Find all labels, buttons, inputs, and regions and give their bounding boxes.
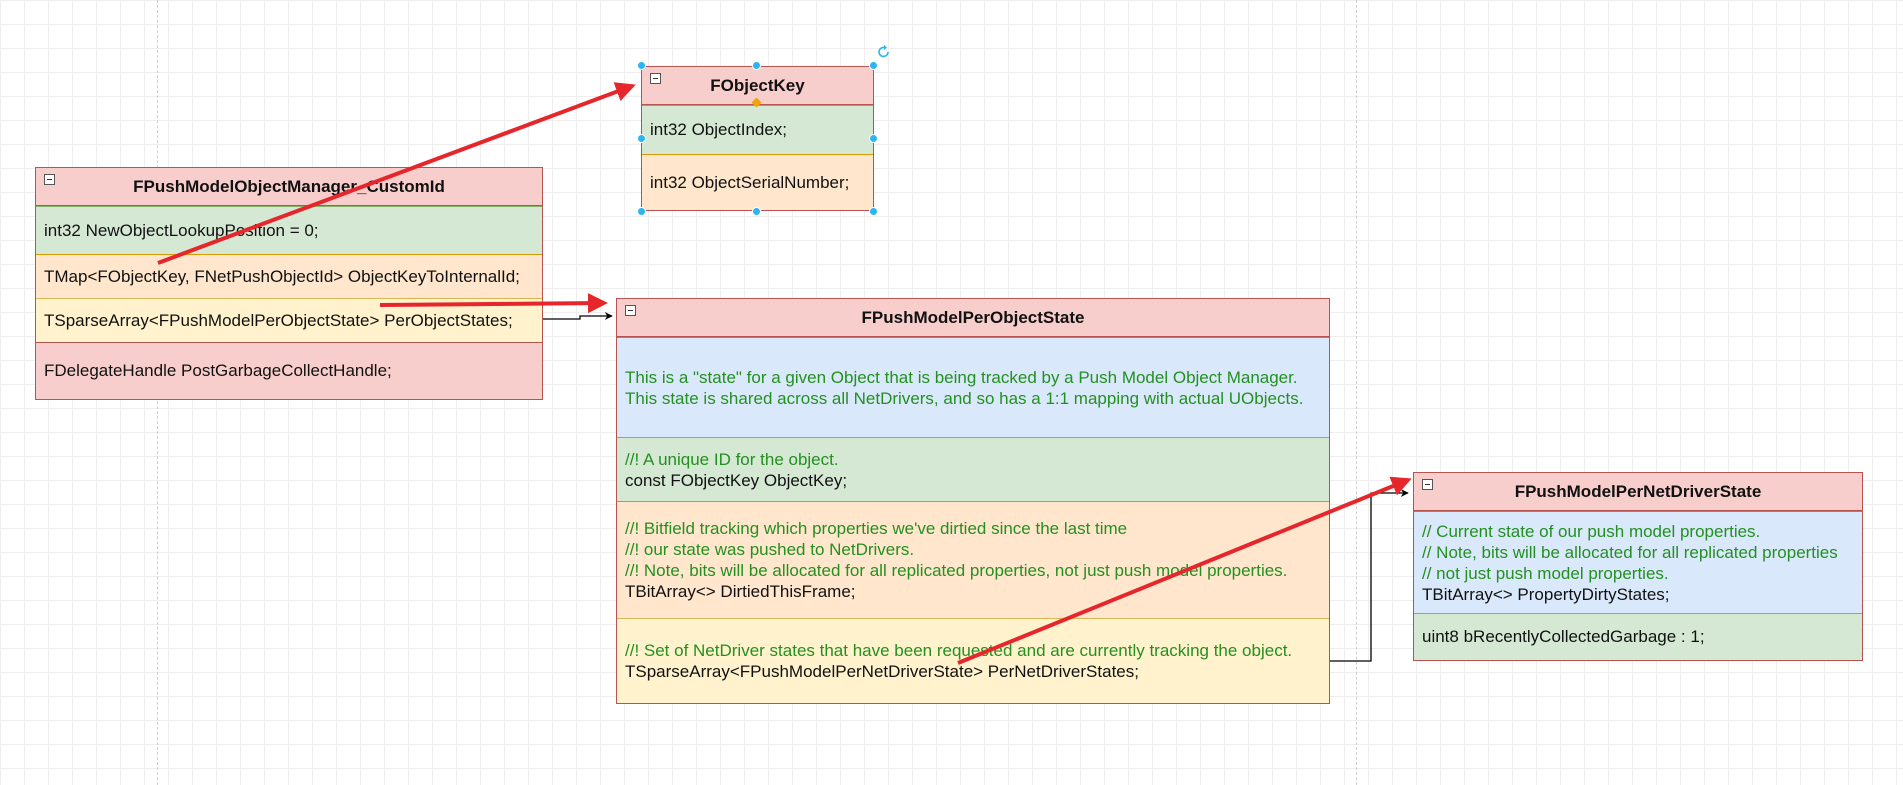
comment-line: //! Set of NetDriver states that have be… — [625, 641, 1293, 660]
page-guide-right — [1356, 0, 1357, 785]
perobjectstate-title: FPushModelPerObjectState — [861, 308, 1085, 327]
field-text: TBitArray<> PropertyDirtyStates; — [1422, 584, 1670, 604]
connector-perobjectstates-to-perobjectstate[interactable] — [543, 312, 613, 320]
manager-field-lookup[interactable]: int32 NewObjectLookupPosition = 0; — [36, 206, 542, 254]
resize-handle-se[interactable] — [869, 207, 878, 216]
objectkey-field-serial[interactable]: int32 ObjectSerialNumber; — [642, 154, 873, 210]
comment-line: //! A unique ID for the object. — [625, 449, 839, 469]
field-text: uint8 bRecentlyCollectedGarbage : 1; — [1422, 627, 1705, 646]
pernetdriverstate-field-garbage[interactable]: uint8 bRecentlyCollectedGarbage : 1; — [1414, 613, 1862, 660]
resize-handle-e[interactable] — [869, 134, 878, 143]
comment-line: // not just push model properties. — [1422, 563, 1669, 583]
perobjectstate-field-dirtied[interactable]: //! Bitfield tracking which properties w… — [617, 501, 1329, 618]
pernetdriverstate-title: FPushModelPerNetDriverState — [1514, 482, 1762, 501]
field-text: int32 ObjectSerialNumber; — [650, 172, 850, 192]
perobjectstate-class-box[interactable]: FPushModelPerObjectState This is a "stat… — [616, 298, 1330, 704]
comment-line: //! Note, bits will be allocated for all… — [625, 561, 1288, 580]
pernetdriverstate-header[interactable]: FPushModelPerNetDriverState — [1414, 473, 1862, 511]
perobjectstate-header[interactable]: FPushModelPerObjectState — [617, 299, 1329, 337]
pernetdriverstate-field-dirtystates[interactable]: // Current state of our push model prope… — [1414, 511, 1862, 613]
manager-title: FPushModelObjectManager_CustomId — [133, 177, 445, 196]
field-text: TMap<FObjectKey, FNetPushObjectId> Objec… — [44, 266, 520, 286]
field-text: const FObjectKey ObjectKey; — [625, 470, 848, 490]
comment-line: //! our state was pushed to NetDrivers. — [625, 540, 915, 559]
collapse-icon[interactable] — [650, 73, 661, 84]
manager-field-objectkeymap[interactable]: TMap<FObjectKey, FNetPushObjectId> Objec… — [36, 254, 542, 298]
perobjectstate-description[interactable]: This is a "state" for a given Object tha… — [617, 337, 1329, 437]
description-line: This state is shared across all NetDrive… — [625, 388, 1304, 408]
collapse-icon[interactable] — [44, 174, 55, 185]
objectkey-class-box[interactable]: FObjectKey int32 ObjectIndex; int32 Obje… — [641, 66, 874, 211]
perobjectstate-field-pernetdriverstates[interactable]: //! Set of NetDriver states that have be… — [617, 618, 1329, 703]
objectkey-title: FObjectKey — [710, 76, 805, 95]
rotate-icon[interactable] — [877, 45, 891, 59]
manager-field-perobjectstates[interactable]: TSparseArray<FPushModelPerObjectState> P… — [36, 298, 542, 342]
comment-line: // Current state of our push model prope… — [1422, 521, 1761, 541]
field-text: TBitArray<> DirtiedThisFrame; — [625, 582, 856, 601]
resize-handle-sw[interactable] — [637, 207, 646, 216]
manager-class-box[interactable]: FPushModelObjectManager_CustomId int32 N… — [35, 167, 543, 400]
field-text: int32 ObjectIndex; — [650, 120, 788, 139]
resize-handle-w[interactable] — [637, 134, 646, 143]
manager-header[interactable]: FPushModelObjectManager_CustomId — [36, 168, 542, 206]
comment-line: // Note, bits will be allocated for all … — [1422, 542, 1838, 562]
manager-field-gchandle[interactable]: FDelegateHandle PostGarbageCollectHandle… — [36, 342, 542, 399]
collapse-icon[interactable] — [1422, 479, 1433, 490]
resize-handle-s[interactable] — [752, 207, 761, 216]
connector-pernetdriverstates-to-pernetdriverstate[interactable] — [1330, 489, 1409, 662]
perobjectstate-field-objectkey[interactable]: //! A unique ID for the object. const FO… — [617, 437, 1329, 501]
pernetdriverstate-class-box[interactable]: FPushModelPerNetDriverState // Current s… — [1413, 472, 1863, 661]
field-text: FDelegateHandle PostGarbageCollectHandle… — [44, 361, 392, 380]
resize-handle-n[interactable] — [752, 61, 761, 70]
description-line: This is a "state" for a given Object tha… — [625, 367, 1298, 387]
field-text: TSparseArray<FPushModelPerObjectState> P… — [44, 310, 513, 330]
objectkey-field-index[interactable]: int32 ObjectIndex; — [642, 105, 873, 154]
field-text: int32 NewObjectLookupPosition = 0; — [44, 220, 319, 240]
field-text: TSparseArray<FPushModelPerNetDriverState… — [625, 662, 1139, 681]
comment-line: //! Bitfield tracking which properties w… — [625, 519, 1128, 538]
collapse-icon[interactable] — [625, 305, 636, 316]
resize-handle-ne[interactable] — [869, 61, 878, 70]
resize-handle-nw[interactable] — [637, 61, 646, 70]
